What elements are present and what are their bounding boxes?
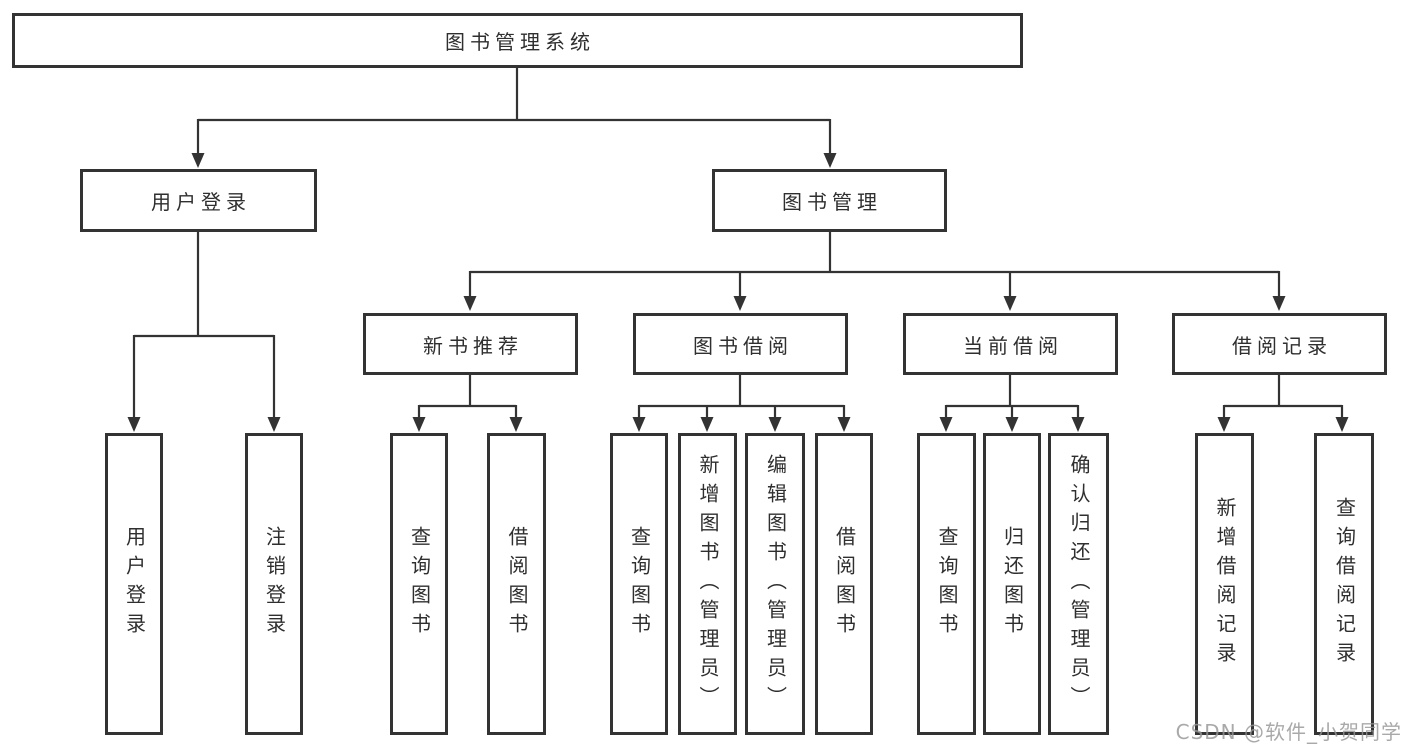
arrow-down-icon [1071,417,1085,432]
leaf-nb-borrow-books-label: 借阅图书 [505,526,529,642]
arrow-down-icon [837,417,851,432]
node-current-borrow: 当前借阅 [903,313,1118,375]
leaf-cb-return-books: 归还图书 [983,433,1041,735]
node-book-management: 图书管理 [712,169,947,232]
connector-bookmgmt-to-level3 [468,232,1281,301]
leaf-user-login: 用户登录 [105,433,163,735]
node-new-book-recommend-label: 新书推荐 [423,333,523,358]
arrow-down-icon [1272,296,1286,311]
leaf-bb-add-books-admin: 新增图书（管理员） [678,433,737,735]
arrow-down-icon [768,417,782,432]
arrow-down-icon [733,296,747,311]
leaf-bb-edit-books-admin-label: 编辑图书（管理员） [763,453,788,715]
arrow-down-icon [939,417,953,432]
connector-newbooks-to-leaves [417,375,518,422]
node-borrow-records-label: 借阅记录 [1232,333,1332,358]
leaf-cb-return-books-label: 归还图书 [1000,526,1025,642]
connector-root-to-level2 [196,68,832,158]
leaf-logout-label: 注销登录 [262,526,287,642]
node-borrow-records: 借阅记录 [1172,313,1387,375]
leaf-bb-edit-books-admin: 编辑图书（管理员） [745,433,805,735]
connector-currentborrow-to-leaves [944,375,1080,422]
node-book-borrow: 图书借阅 [633,313,848,375]
arrow-down-icon [1003,296,1017,311]
csdn-watermark: CSDN @软件_小贺同学 [1175,720,1402,744]
node-book-management-label: 图书管理 [782,190,882,214]
leaf-bb-add-books-admin-label: 新增图书（管理员） [696,453,720,715]
leaf-br-query-record-label: 查询借阅记录 [1332,497,1357,671]
leaf-cb-query-books: 查询图书 [917,433,976,735]
leaf-br-add-record-label: 新增借阅记录 [1213,497,1237,671]
arrow-down-icon [509,417,523,432]
connector-userlogin-to-leaves [132,232,276,422]
node-root: 图书管理系统 [12,13,1023,68]
leaf-nb-borrow-books: 借阅图书 [487,433,546,735]
arrow-down-icon [267,417,281,432]
leaf-logout: 注销登录 [245,433,303,735]
arrow-down-icon [127,417,141,432]
node-root-label: 图书管理系统 [445,30,595,54]
arrow-down-icon [1005,417,1019,432]
arrow-down-icon [463,296,477,311]
arrow-down-icon [191,153,205,168]
node-book-borrow-label: 图书借阅 [693,333,793,358]
leaf-nb-query-books: 查询图书 [390,433,448,735]
leaf-bb-borrow-books-label: 借阅图书 [832,526,857,642]
leaf-cb-confirm-return-admin: 确认归还（管理员） [1048,433,1109,735]
arrow-down-icon [1217,417,1231,432]
arrow-down-icon [632,417,646,432]
arrow-down-icon [412,417,426,432]
leaf-bb-query-books-label: 查询图书 [627,526,652,642]
connector-borrowrecords-to-leaves [1222,375,1344,422]
node-user-login-label: 用户登录 [151,190,251,214]
leaf-user-login-label: 用户登录 [122,526,147,642]
node-new-book-recommend: 新书推荐 [363,313,578,375]
leaf-cb-confirm-return-admin-label: 确认归还（管理员） [1067,453,1091,715]
leaf-br-add-record: 新增借阅记录 [1195,433,1254,735]
leaf-br-query-record: 查询借阅记录 [1314,433,1374,735]
leaf-bb-query-books: 查询图书 [610,433,668,735]
leaf-nb-query-books-label: 查询图书 [407,526,432,642]
arrow-down-icon [700,417,714,432]
arrow-down-icon [1335,417,1349,432]
leaf-cb-query-books-label: 查询图书 [935,526,959,642]
node-current-borrow-label: 当前借阅 [963,333,1063,358]
node-user-login: 用户登录 [80,169,317,232]
arrow-down-icon [823,153,837,168]
connector-bookborrow-to-leaves [637,375,846,422]
leaf-bb-borrow-books: 借阅图书 [815,433,873,735]
